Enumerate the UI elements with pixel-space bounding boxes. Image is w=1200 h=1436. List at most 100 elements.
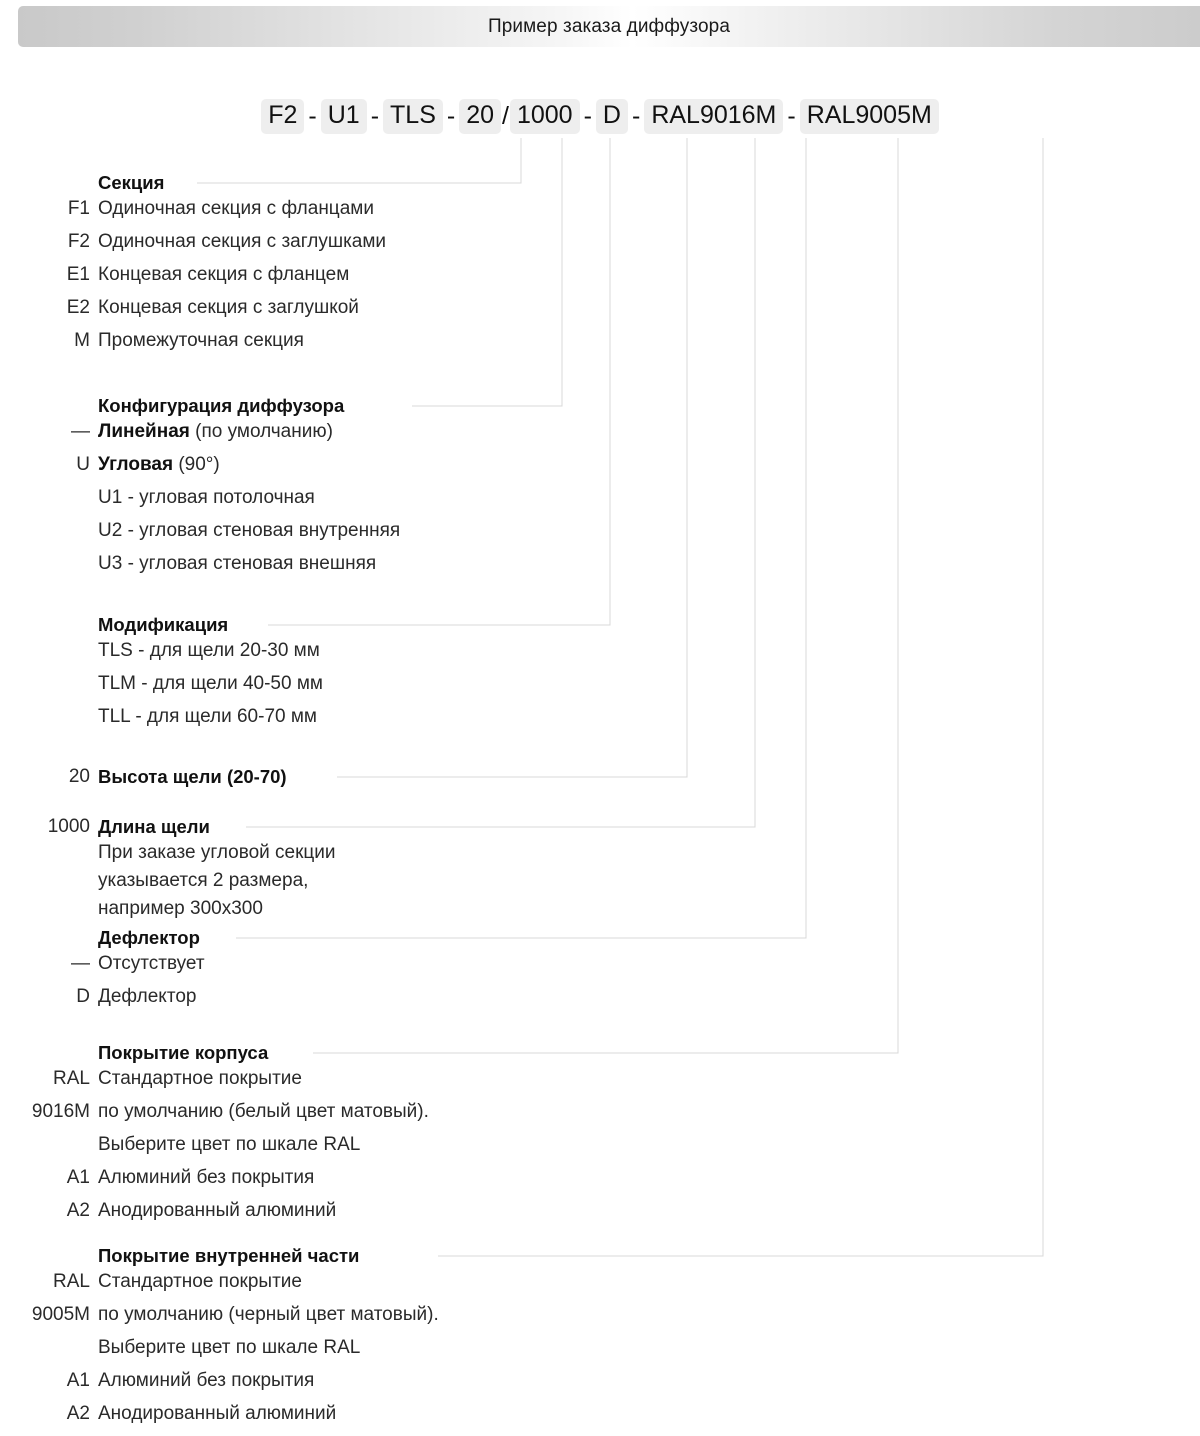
title-bar: Пример заказа диффузора <box>18 6 1200 47</box>
section-note-text: например 300x300 <box>98 898 263 919</box>
option-code: RAL <box>53 1068 90 1089</box>
option-code: — <box>71 421 90 442</box>
option-row: M Промежуточная секция <box>0 330 1100 363</box>
option-code: A1 <box>66 1370 90 1391</box>
option-row: U Угловая (90°) <box>0 454 1100 487</box>
option-description: TLL - для щели 60-70 мм <box>98 706 317 727</box>
section-note: указывается 2 размера, <box>0 870 1100 898</box>
section-header-label: Покрытие внутренней части <box>98 1245 366 1267</box>
option-code: — <box>71 953 90 974</box>
option-description: по умолчанию (белый цвет матовый). <box>98 1101 429 1122</box>
section-header-label: Покрытие корпуса <box>98 1042 275 1064</box>
section-header-label: Длина щели <box>98 816 216 838</box>
section-block: Конфигурация диффузора— Линейная (по умол… <box>0 395 1100 586</box>
option-description: Угловая (90°) <box>98 454 220 475</box>
code-segment-u1: U1 <box>320 99 367 134</box>
option-row: U3 - угловая стеновая внешняя <box>0 553 1100 586</box>
code-separator: - <box>308 102 317 130</box>
option-code: E1 <box>66 264 90 285</box>
code-separator: - <box>631 102 641 130</box>
code-separator: - <box>370 102 380 130</box>
option-code: M <box>74 330 90 351</box>
section-header: Дефлектор <box>0 927 1100 953</box>
section-header-code: 1000 <box>47 816 90 837</box>
option-description: Промежуточная секция <box>98 330 304 351</box>
option-description: U1 - угловая потолочная <box>98 487 315 508</box>
code-segment-1000: 1000 <box>509 99 580 134</box>
option-description: Отсутствует <box>98 953 205 974</box>
option-row: TLM - для щели 40-50 мм <box>0 673 1100 706</box>
code-separator: / <box>502 102 509 130</box>
option-row: F2 Одиночная секция с заглушками <box>0 231 1100 264</box>
option-code: F1 <box>67 198 90 219</box>
option-description: TLM - для щели 40-50 мм <box>98 673 323 694</box>
section-header-label: Секция <box>98 172 171 194</box>
option-description: Дефлектор <box>98 986 197 1007</box>
option-code: F2 <box>67 231 90 252</box>
code-segment-ral9005m: RAL9005M <box>799 99 939 134</box>
section-note-text: При заказе угловой секции <box>98 842 336 863</box>
code-segment-20: 20 <box>459 99 502 134</box>
option-description: Концевая секция с фланцем <box>98 264 350 285</box>
section-note: При заказе угловой секции <box>0 842 1100 870</box>
option-description: Концевая секция с заглушкой <box>98 297 359 318</box>
section-header: Секция <box>0 172 1100 198</box>
section-header-label: Дефлектор <box>98 927 206 949</box>
option-description: Одиночная секция с заглушками <box>98 231 387 252</box>
code-segment-ral9016m: RAL9016M <box>644 99 784 134</box>
option-description: U3 - угловая стеновая внешняя <box>98 553 377 574</box>
code-separator: - <box>787 102 796 130</box>
section-header: Конфигурация диффузора <box>0 395 1100 421</box>
option-description: Одиночная секция с фланцами <box>98 198 374 219</box>
option-row: — Отсутствует <box>0 953 1100 986</box>
option-description: Алюминий без покрытия <box>98 1167 315 1188</box>
section-header-label: Модификация <box>98 614 235 636</box>
option-code: A2 <box>66 1200 90 1221</box>
option-row: RAL Стандартное покрытие <box>0 1068 1100 1101</box>
code-separator: - <box>583 102 592 130</box>
option-row: — Линейная (по умолчанию) <box>0 421 1100 454</box>
code-segment-d: D <box>595 99 628 134</box>
option-row: E2 Концевая секция с заглушкой <box>0 297 1100 330</box>
option-row: F1 Одиночная секция с фланцами <box>0 198 1100 231</box>
section-header: Модификация <box>0 614 1100 640</box>
section-note: например 300x300 <box>0 898 1100 926</box>
option-description: TLS - для щели 20-30 мм <box>98 640 320 661</box>
option-code: 9005M <box>31 1304 90 1325</box>
option-description: Линейная (по умолчанию) <box>98 421 333 442</box>
option-description: Стандартное покрытие <box>98 1068 302 1089</box>
option-row: TLL - для щели 60-70 мм <box>0 706 1100 739</box>
section-block: 20 Высота щели (20-70) <box>0 766 1100 792</box>
section-header: 1000 Длина щели <box>0 816 1100 842</box>
code-segment-f2: F2 <box>261 99 305 134</box>
product-code-string: F2-U1-TLS-20/1000-D-RAL9016M-RAL9005M <box>0 99 1200 134</box>
option-description: Анодированный алюминий <box>98 1403 337 1424</box>
option-code: 9016M <box>31 1101 90 1122</box>
option-code: E2 <box>66 297 90 318</box>
section-header: Покрытие внутренней части <box>0 1245 1100 1271</box>
option-row: Выберите цвет по шкале RAL <box>0 1337 1100 1370</box>
option-row: 9016M по умолчанию (белый цвет матовый). <box>0 1101 1100 1134</box>
option-row: TLS - для щели 20-30 мм <box>0 640 1100 673</box>
option-description-strong: Линейная <box>98 421 190 442</box>
option-code: A1 <box>66 1167 90 1188</box>
section-header-code: 20 <box>68 766 90 787</box>
option-code: U <box>76 454 90 475</box>
option-description: Выберите цвет по шкале RAL <box>98 1134 361 1155</box>
option-description: Анодированный алюминий <box>98 1200 337 1221</box>
section-header: 20 Высота щели (20-70) <box>0 766 1100 792</box>
option-row: U1 - угловая потолочная <box>0 487 1100 520</box>
option-row: A2 Анодированный алюминий <box>0 1200 1100 1233</box>
option-description: Стандартное покрытие <box>98 1271 302 1292</box>
section-header-label: Высота щели (20-70) <box>98 766 293 788</box>
